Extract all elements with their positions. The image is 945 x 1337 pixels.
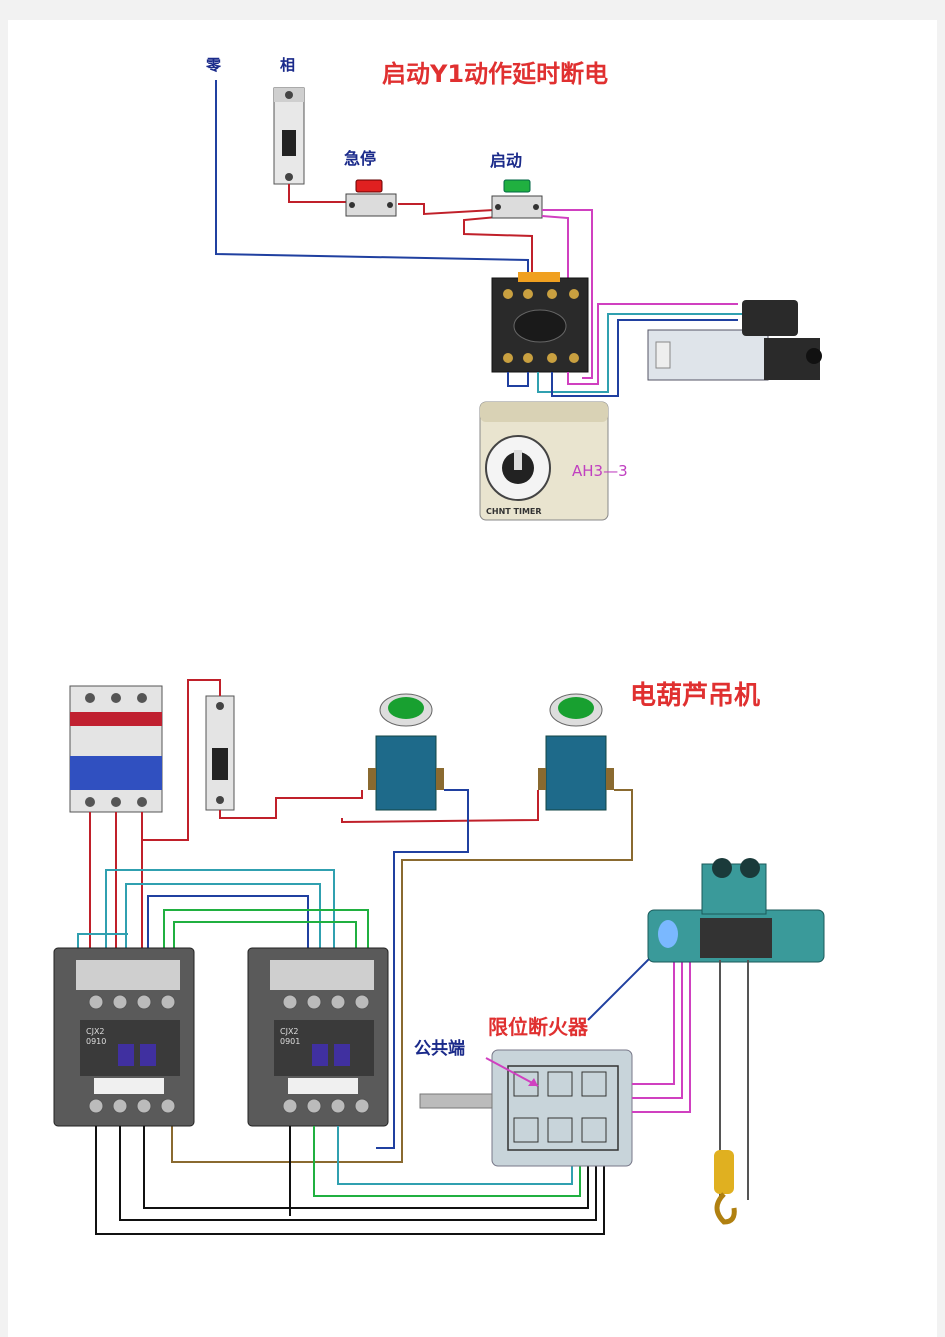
label-neutral: 零 <box>205 56 222 74</box>
contactor1-code: 0910 <box>86 1037 106 1046</box>
socket-bottom-wire-pink <box>567 303 738 385</box>
control-wire-blue <box>376 789 469 1149</box>
label-phase: 相 <box>280 56 295 74</box>
label-start: 启动 <box>490 151 522 170</box>
contactor-forward: CJX2 0910 <box>53 947 195 1127</box>
estop-to-start-wire <box>398 203 495 216</box>
control-wire-red <box>219 790 363 819</box>
diagram2-title: 电葫芦吊机 <box>630 681 760 711</box>
diagram-electric-hoist: 电葫芦吊机 <box>53 679 825 1235</box>
output-wire-black-3 <box>143 1126 589 1209</box>
common-arrow-head <box>528 1078 538 1086</box>
control-breaker <box>205 695 235 811</box>
timer-model-label: AH3—3 <box>572 462 628 480</box>
label-limit-switch: 限位断火器 <box>488 1015 589 1039</box>
limit-arrow <box>587 949 659 1021</box>
timer-relay-ah3: AH3—3 CHNT TIMER <box>479 401 628 521</box>
three-pole-breaker <box>69 685 163 813</box>
wiring-diagrams: 启动Y1动作延时断电 零 相 急停 启动 <box>53 56 825 1235</box>
socket-bottom-wire-blue <box>507 372 529 387</box>
single-pole-breaker <box>273 87 305 185</box>
cross-wire-green-2 <box>173 921 357 970</box>
contactor2-model: CJX2 <box>280 1027 299 1036</box>
output-wire-black-1 <box>95 1126 605 1235</box>
output-wire-green <box>313 1126 581 1197</box>
diagram-timer-delay: 启动Y1动作延时断电 零 相 急停 启动 <box>205 56 822 521</box>
socket-bottom-wire-blue-2 <box>551 319 738 397</box>
phase-wire <box>288 184 346 203</box>
contactor1-model: CJX2 <box>86 1027 105 1036</box>
timer-brand: CHNT TIMER <box>486 507 542 516</box>
breaker-feed-red <box>141 679 221 841</box>
control-wire-brown <box>171 789 633 1163</box>
diagram1-title: 启动Y1动作延时断电 <box>382 60 608 88</box>
contactor2-code: 0901 <box>280 1037 300 1046</box>
common-arrow <box>485 1057 539 1087</box>
cross-wire-green <box>163 909 369 970</box>
push-button-down <box>538 693 614 811</box>
start-push-button <box>491 179 543 219</box>
socket-bottom-wire-teal <box>537 313 748 393</box>
hoist-wire-pink-1 <box>632 960 675 1085</box>
cross-wire-teal-1 <box>105 869 335 970</box>
label-estop: 急停 <box>344 149 376 168</box>
limit-switch-box <box>419 1049 633 1167</box>
hoist-wire-pink-3 <box>632 960 691 1113</box>
cross-wire-teal-2 <box>125 883 321 970</box>
start-pink-wire <box>542 209 593 379</box>
timer-relay-socket <box>491 272 589 373</box>
start-pink-wire-2 <box>541 215 569 290</box>
start-to-relay-wire <box>463 215 533 290</box>
page: 启动Y1动作延时断电 零 相 急停 启动 <box>8 20 937 1337</box>
control-wire-red-2 <box>341 790 539 824</box>
contactor-reverse: CJX2 0901 <box>247 947 389 1127</box>
electric-hoist <box>647 858 825 1225</box>
output-wire-black-2 <box>119 1126 597 1221</box>
push-button-up <box>368 693 444 811</box>
cross-wire-blue-3 <box>147 895 309 970</box>
hoist-wire-pink-2 <box>632 960 683 1099</box>
solenoid-valve <box>647 300 822 381</box>
emergency-stop-button <box>345 179 397 217</box>
label-common-terminal: 公共端 <box>414 1038 465 1059</box>
